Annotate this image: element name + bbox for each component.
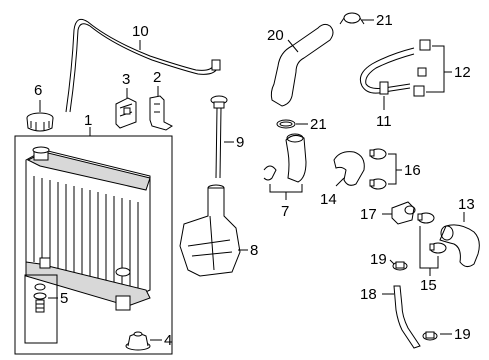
part-3-bracket (115, 88, 137, 129)
callout-1: 1 (84, 112, 92, 129)
callout-15: 15 (420, 277, 437, 294)
part-21b-clamp (276, 119, 308, 129)
callout-3: 3 (122, 71, 130, 88)
callout-17: 17 (360, 206, 377, 223)
part-2-bracket (149, 86, 173, 131)
callout-2: 2 (153, 69, 161, 86)
part-18-bypass-hose (382, 285, 421, 349)
callout-19b: 19 (454, 326, 471, 343)
callout-16: 16 (404, 162, 421, 179)
part-17-connector (382, 201, 416, 225)
callout-20: 20 (267, 27, 284, 44)
part-12-clamps (413, 39, 452, 97)
callout-6: 6 (34, 82, 42, 99)
part-10-overflow-hose (65, 18, 221, 113)
part-8-reservoir (179, 184, 248, 277)
callout-9: 9 (236, 134, 244, 151)
callout-10: 10 (132, 23, 149, 40)
part-19b-clamp (422, 331, 452, 341)
part-7-outlet-hose (263, 133, 307, 200)
callout-5: 5 (60, 290, 68, 307)
callout-21a: 21 (376, 12, 393, 29)
callout-8: 8 (250, 242, 258, 259)
part-9-fill-tube (210, 95, 234, 179)
callout-12: 12 (454, 64, 471, 81)
part-14-hose (333, 151, 365, 187)
part-20-upper-hose (270, 23, 334, 107)
callout-14: 14 (320, 191, 337, 208)
callout-7: 7 (281, 203, 289, 220)
callout-18: 18 (360, 286, 377, 303)
part-11-heater-hose (359, 47, 415, 110)
callout-13: 13 (458, 196, 475, 213)
callout-11: 11 (376, 113, 392, 130)
part-4-grommet (125, 331, 162, 351)
part-19a-clamp (389, 259, 408, 271)
radiator-group-frame (14, 135, 173, 355)
callout-21b: 21 (310, 116, 327, 133)
part-6-radiator-cap (26, 100, 54, 132)
part-13-hose (439, 212, 480, 268)
part-1-radiator (14, 127, 173, 355)
part-21a-clamp (339, 12, 374, 25)
part-16-clamps (369, 148, 402, 190)
callout-19a: 19 (370, 251, 387, 268)
callout-4: 4 (164, 332, 172, 349)
part-5-drain-plug (24, 274, 58, 344)
part-15-clamps (417, 212, 447, 276)
